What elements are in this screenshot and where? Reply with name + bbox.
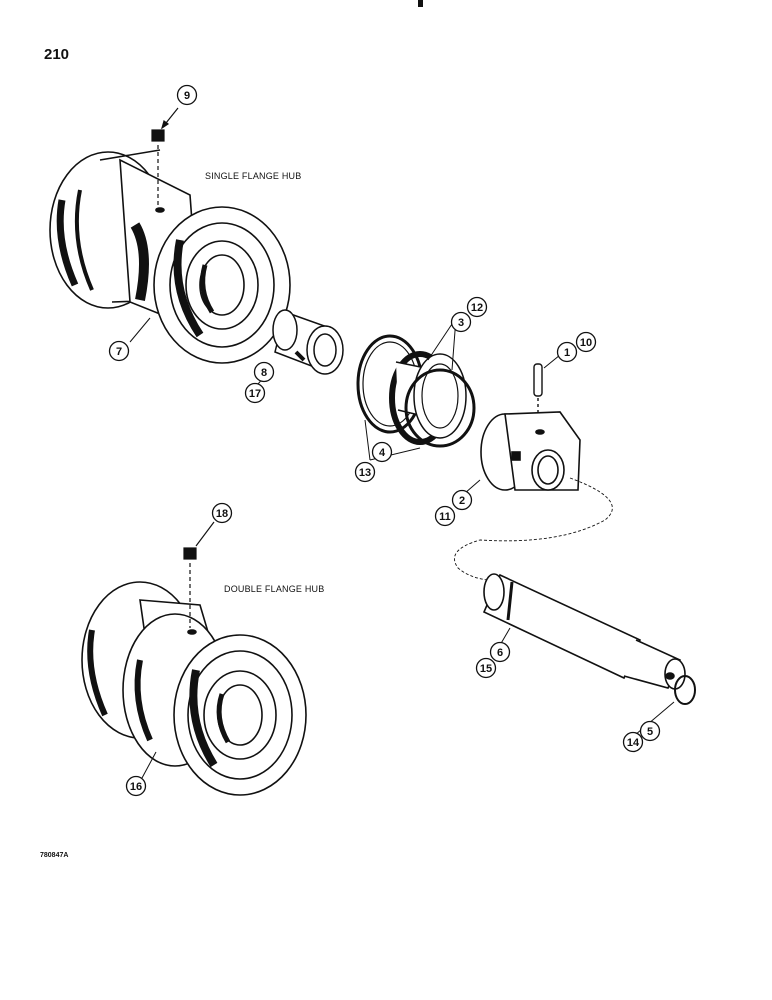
svg-text:1: 1 bbox=[564, 347, 570, 359]
callout-10: 10 bbox=[575, 331, 597, 353]
single-flange-hub-label: SINGLE FLANGE HUB bbox=[205, 171, 302, 181]
callout-12: 12 bbox=[466, 296, 488, 318]
reference-code: 780847A bbox=[40, 852, 69, 859]
callout-11: 11 bbox=[434, 505, 456, 527]
shaft-drawing bbox=[482, 573, 686, 690]
single-flange-hub-drawing bbox=[49, 149, 291, 364]
svg-text:12: 12 bbox=[471, 302, 483, 314]
svg-text:14: 14 bbox=[627, 737, 640, 749]
end-collar-drawing bbox=[480, 411, 581, 491]
svg-text:2: 2 bbox=[459, 495, 465, 507]
seal-group-drawing bbox=[356, 334, 476, 448]
callout-4: 4 bbox=[371, 441, 393, 463]
o-ring-drawing bbox=[674, 675, 696, 705]
callout-17: 17 bbox=[244, 382, 266, 404]
svg-text:6: 6 bbox=[497, 647, 503, 659]
svg-text:16: 16 bbox=[130, 781, 142, 793]
top-edge-mark bbox=[418, 0, 423, 7]
double-flange-hub-drawing bbox=[81, 581, 307, 796]
page-number: 210 bbox=[44, 46, 70, 63]
plug-9-drawing bbox=[151, 107, 179, 206]
callout-3: 3 bbox=[450, 311, 472, 333]
callout-9: 9 bbox=[176, 84, 198, 106]
svg-text:13: 13 bbox=[359, 467, 371, 479]
svg-text:11: 11 bbox=[439, 511, 451, 523]
callout-6: 6 bbox=[489, 641, 511, 663]
callout-13: 13 bbox=[354, 461, 376, 483]
callout-14: 14 bbox=[622, 731, 644, 753]
double-flange-hub-label: DOUBLE FLANGE HUB bbox=[224, 584, 325, 594]
callout-18: 18 bbox=[211, 502, 233, 524]
callout-15: 15 bbox=[475, 657, 497, 679]
svg-text:8: 8 bbox=[261, 367, 267, 379]
svg-text:7: 7 bbox=[116, 346, 122, 358]
svg-text:18: 18 bbox=[216, 508, 228, 520]
callout-1: 1 bbox=[556, 341, 578, 363]
svg-text:15: 15 bbox=[480, 663, 492, 675]
callout-7: 7 bbox=[108, 340, 130, 362]
svg-text:3: 3 bbox=[458, 317, 464, 329]
callout-8: 8 bbox=[253, 361, 275, 383]
svg-text:17: 17 bbox=[249, 388, 261, 400]
svg-text:10: 10 bbox=[580, 337, 592, 349]
assembly-path bbox=[454, 477, 613, 581]
plug-18-drawing bbox=[183, 521, 215, 628]
bushing-drawing bbox=[272, 309, 344, 375]
svg-text:5: 5 bbox=[647, 726, 653, 738]
callout-16: 16 bbox=[125, 775, 147, 797]
svg-text:4: 4 bbox=[379, 447, 386, 459]
svg-text:9: 9 bbox=[184, 90, 190, 102]
callout-2: 2 bbox=[451, 489, 473, 511]
callout-5: 5 bbox=[639, 720, 661, 742]
